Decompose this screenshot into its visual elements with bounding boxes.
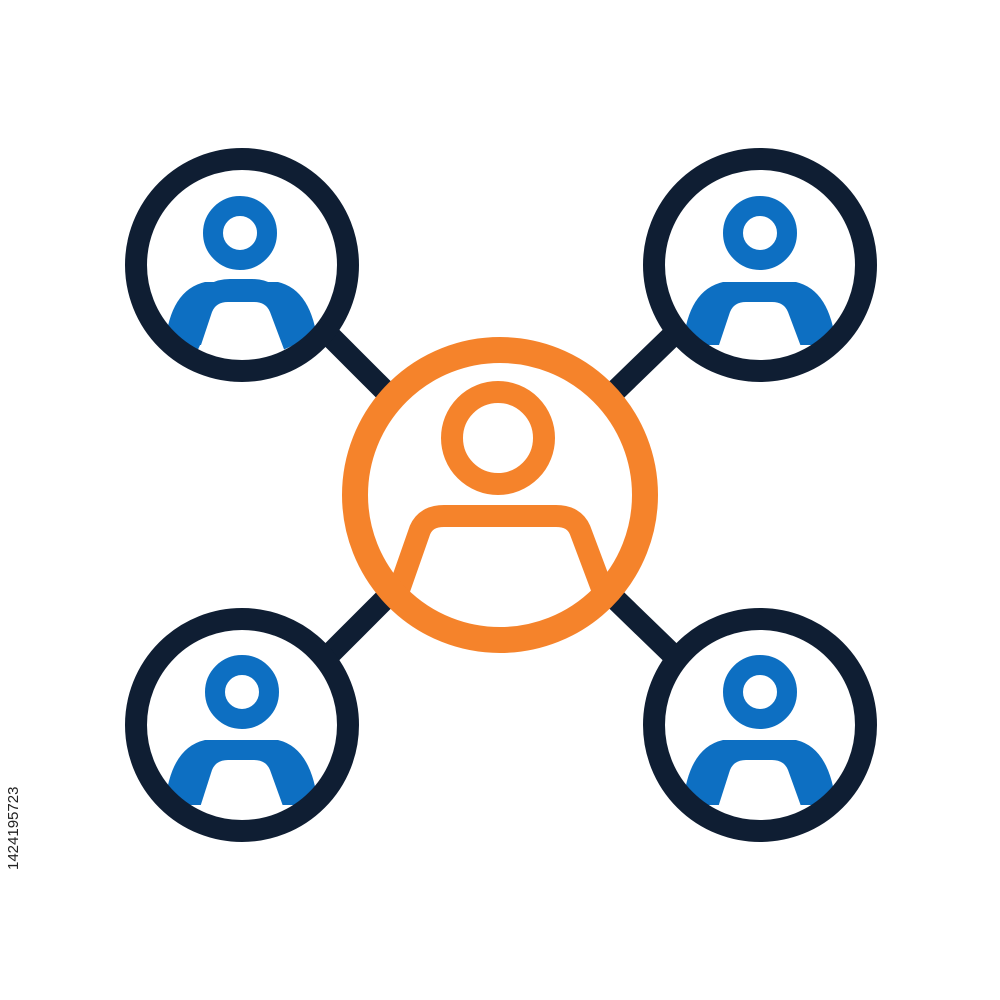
outer-ring xyxy=(643,148,877,382)
outer-ring xyxy=(643,608,877,842)
connector-top-right xyxy=(600,328,680,406)
stock-id-label: 1424195723 xyxy=(5,786,22,870)
user-node-top-right xyxy=(643,148,877,382)
user-icon xyxy=(683,196,836,360)
user-icon xyxy=(165,196,318,360)
user-icon xyxy=(165,655,318,820)
connector-top-left xyxy=(322,328,400,406)
user-icon xyxy=(683,655,836,820)
center-user-node xyxy=(342,337,658,653)
center-user-icon xyxy=(381,381,621,614)
user-node-bottom-right xyxy=(643,608,877,842)
connector-lines xyxy=(322,328,680,662)
outer-ring xyxy=(125,148,359,382)
user-node-bottom-left xyxy=(125,608,359,842)
center-ring xyxy=(342,337,658,653)
connector-bottom-right xyxy=(600,584,680,662)
user-node-top-left xyxy=(125,148,359,382)
connector-bottom-left xyxy=(322,584,400,662)
outer-ring xyxy=(125,608,359,842)
